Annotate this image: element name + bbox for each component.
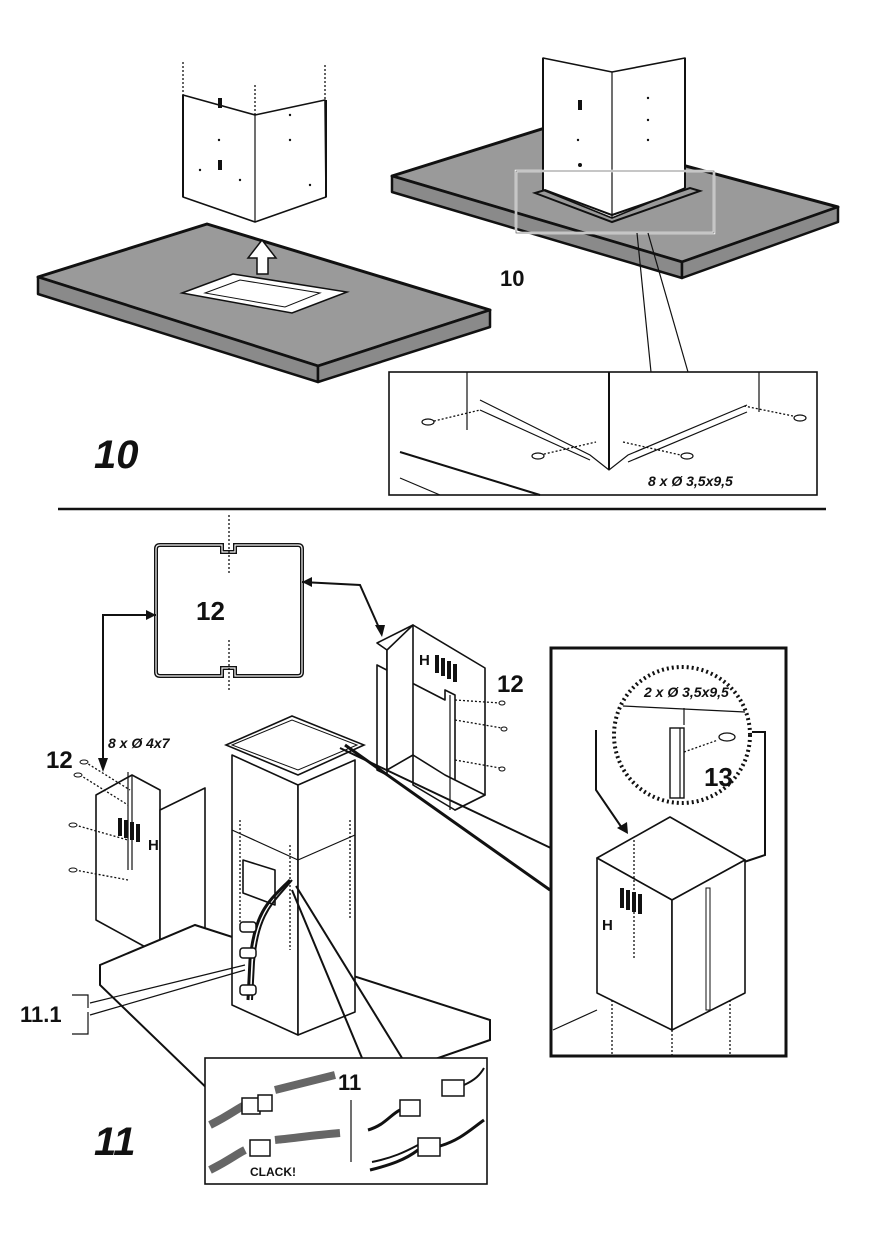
- step-11-callout-number: 11: [338, 1070, 361, 1095]
- left-panel-label: 12: [46, 747, 73, 774]
- left-panel-mark: H: [148, 837, 159, 854]
- right-cover-panel: H 12: [376, 624, 524, 811]
- step-11-connector-detail: CLACK! 11: [204, 1057, 488, 1185]
- step-10-number: 10: [94, 433, 139, 477]
- detail-magnifier-circle: [612, 665, 752, 805]
- wire-connector-icon: [367, 1067, 485, 1172]
- step-10-screw-spec: 8 x Ø 3,5x9,5: [648, 473, 733, 489]
- step-13-detail-panel: 2 x Ø 3,5x9,5 13 H: [339, 646, 788, 1058]
- step-10-mounted-view: 10: [390, 57, 840, 373]
- left-panel-screw-spec: 8 x Ø 4x7: [108, 735, 171, 751]
- lift-arrow: [246, 238, 278, 275]
- step-13-panel-mark: H: [602, 917, 613, 934]
- right-panel-mark: H: [419, 652, 430, 669]
- right-panel-label: 12: [497, 671, 524, 698]
- step-10-callout-number: 10: [500, 266, 524, 291]
- step-13-screw-spec: 2 x Ø 3,5x9,5: [643, 684, 729, 700]
- hood-plate: [36, 222, 492, 384]
- step-12-profile-section: 12: [98, 515, 385, 772]
- step-11-number: 11: [94, 1120, 136, 1164]
- step-13-callout-number: 13: [704, 762, 733, 792]
- chimney-section: [182, 62, 327, 223]
- step-10-exploded-view: [36, 62, 492, 384]
- ribbon-connector-icon: [208, 1071, 341, 1174]
- step-10-screw-detail: 8 x Ø 3,5x9,5: [388, 371, 818, 496]
- left-cover-panel: H 12 8 x Ø 4x7: [46, 735, 206, 959]
- part-11-1-label: 11.1: [20, 1002, 62, 1027]
- connector-sound-label: CLACK!: [250, 1165, 296, 1179]
- profile-label: 12: [196, 596, 225, 626]
- chimney-frame-assembly: 11.1: [20, 715, 491, 1127]
